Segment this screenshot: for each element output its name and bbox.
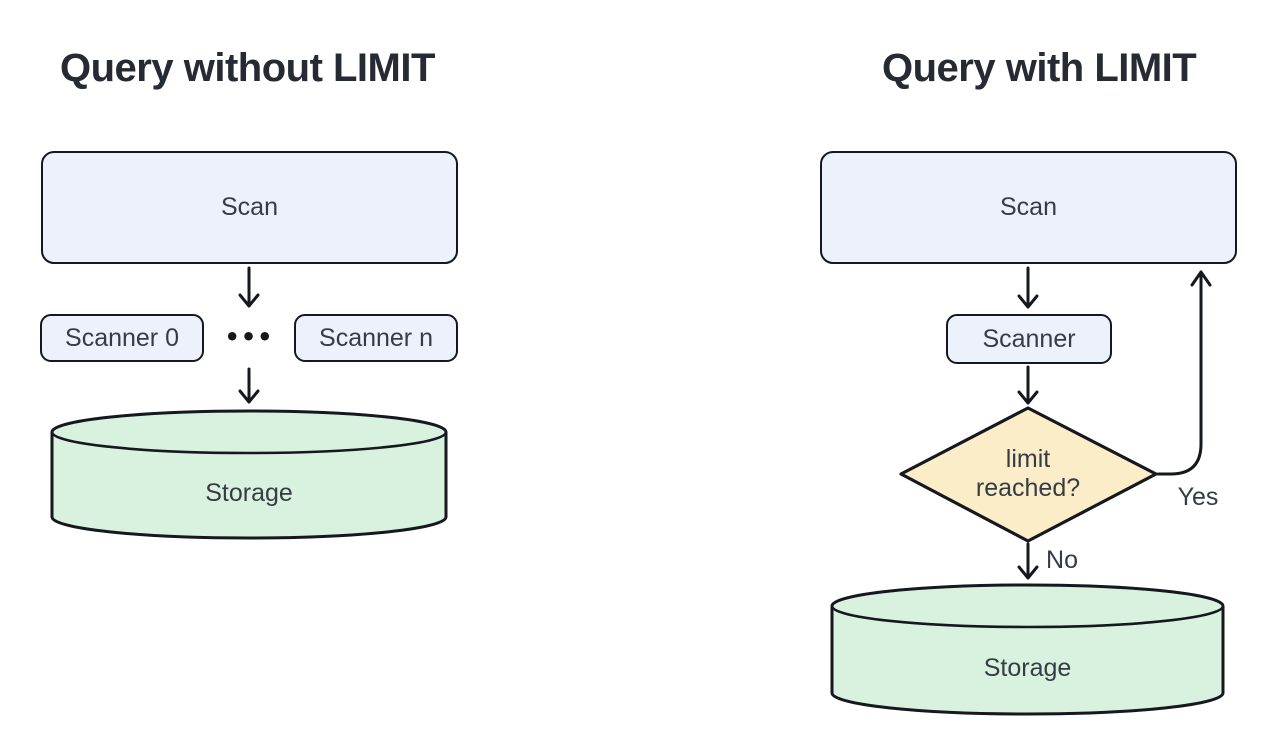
left-panel-title: Query without LIMIT bbox=[60, 46, 435, 90]
scanner-n-label: Scanner n bbox=[319, 323, 433, 352]
storage-cylinder-left-rim bbox=[50, 431, 448, 455]
storage-cylinder-left bbox=[50, 409, 448, 540]
arrow-scan-to-scanners bbox=[238, 266, 260, 308]
scanner-node: Scanner bbox=[946, 314, 1112, 364]
decision-diamond bbox=[899, 406, 1158, 543]
scanner-label: Scanner bbox=[982, 324, 1076, 353]
storage-cylinder-left-body bbox=[50, 409, 448, 540]
storage-cylinder-right-body bbox=[830, 583, 1225, 716]
arrow-scanner-to-decision bbox=[1017, 365, 1039, 405]
no-arrow bbox=[1017, 542, 1039, 580]
decision-label: limit reached? bbox=[928, 445, 1128, 503]
scanner-0-node: Scanner 0 bbox=[40, 314, 204, 362]
scan-node-left: Scan bbox=[41, 151, 458, 264]
yes-branch-arrow bbox=[1156, 270, 1212, 476]
decision-label-line2: reached? bbox=[975, 474, 1081, 502]
storage-label-right: Storage bbox=[983, 653, 1072, 682]
scan-label-left: Scan bbox=[221, 193, 278, 221]
storage-label-left: Storage bbox=[205, 478, 293, 507]
right-panel-title: Query with LIMIT bbox=[882, 46, 1197, 90]
arrow-scan-to-scanner bbox=[1017, 266, 1039, 309]
storage-cylinder-right bbox=[830, 583, 1225, 716]
scan-label-right: Scan bbox=[1000, 193, 1057, 221]
no-label: No bbox=[1046, 545, 1078, 574]
scanner-n-node: Scanner n bbox=[294, 314, 458, 362]
storage-cylinder-right-rim bbox=[830, 605, 1225, 629]
scanner-0-label: Scanner 0 bbox=[65, 323, 179, 352]
arrow-scanners-to-storage bbox=[238, 367, 260, 404]
scan-node-right: Scan bbox=[820, 151, 1237, 264]
ellipsis-icon: ••• bbox=[224, 323, 274, 351]
decision-label-line1: limit bbox=[1005, 445, 1051, 473]
yes-label: Yes bbox=[1177, 482, 1219, 511]
